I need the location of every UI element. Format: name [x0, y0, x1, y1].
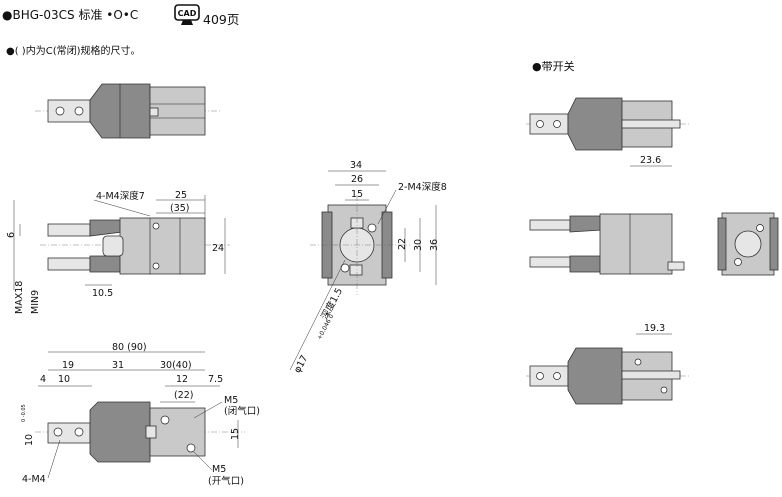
- dim-24: 24: [212, 243, 224, 254]
- dim-36: 36: [429, 239, 440, 251]
- dim-31: 31: [112, 360, 124, 371]
- thread-4-m4: 4-M4: [22, 474, 46, 485]
- dim-12: 12: [176, 374, 188, 385]
- side-view: 25 (35) 4-M4深度7 24 6 MAX18 MIN9 10.5: [6, 190, 230, 314]
- bottom-view: 80 (90) 19 31 30(40) 4 10 12 7.5 (22) M5…: [21, 342, 260, 487]
- dim-min9: MIN9: [30, 290, 41, 314]
- dim-22: (22): [174, 390, 194, 401]
- dim-10: 10: [58, 374, 70, 385]
- switch-bottom-view: 19.3: [526, 323, 690, 405]
- top-view: [35, 83, 220, 139]
- dim-7-5: 7.5: [208, 374, 223, 385]
- dim-35: (35): [170, 203, 190, 214]
- dim-15-bottom: 15: [230, 428, 241, 440]
- bore-phi17: φ17: [292, 354, 310, 375]
- port-m5-open: M5: [212, 464, 226, 475]
- dim-19-3: 19.3: [644, 323, 665, 334]
- dim-23-6: 23.6: [640, 155, 661, 166]
- dim-25: 25: [175, 190, 187, 201]
- dim-34: 34: [350, 160, 362, 171]
- switch-section-title: ●带开关: [532, 60, 575, 73]
- front-view: 34 26 15 2-M4深度8 22 30 36 φ17 +0.046 0 深…: [289, 160, 447, 375]
- bracket-note: ●( )内为C(常闭)规格的尺寸。: [6, 46, 141, 57]
- switch-side-view: [529, 213, 685, 275]
- dim-19: 19: [62, 360, 74, 371]
- dim-6: 6: [6, 232, 17, 238]
- thread-m4-8: 2-M4深度8: [398, 181, 447, 193]
- tolerance-vertical: 0 -0.05: [21, 404, 27, 422]
- dim-max18: MAX18: [14, 281, 25, 314]
- port-m5-closed: M5: [224, 395, 238, 406]
- title-bullet: ●: [2, 7, 13, 22]
- dim-30-40: 30(40): [160, 360, 192, 371]
- cad-label: CAD: [178, 9, 197, 18]
- dim-15: 15: [351, 189, 363, 200]
- dim-26: 26: [351, 174, 363, 185]
- switch-front-view: [717, 212, 779, 276]
- dim-4: 4: [40, 374, 46, 385]
- switch-top-view: 23.6: [526, 97, 690, 167]
- page-reference[interactable]: 409页: [203, 12, 240, 27]
- port-closed-note: (闭气口): [224, 405, 260, 417]
- model-label: BHG-03CS 标准 •O•C: [12, 8, 139, 22]
- dim-10-vertical: 10: [24, 434, 35, 446]
- port-open-note: (开气口): [208, 475, 244, 487]
- dim-22: 22: [397, 238, 408, 250]
- thread-m4-7: 4-M4深度7: [96, 190, 145, 202]
- dim-30: 30: [413, 239, 424, 251]
- model-title: ● BHG-03CS 标准 •O•C: [2, 6, 138, 23]
- bore-depth: 深度1.5: [319, 286, 346, 322]
- cad-icon[interactable]: CAD: [174, 4, 200, 26]
- dim-10-5: 10.5: [92, 288, 113, 299]
- dim-80-90: 80 (90): [112, 342, 147, 353]
